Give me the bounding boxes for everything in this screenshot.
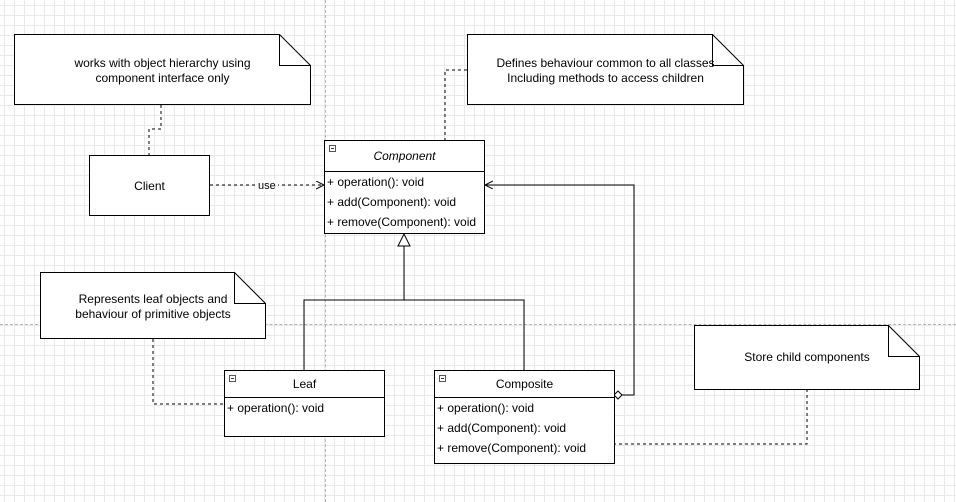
leaf-generalization <box>303 246 405 370</box>
collapse-toggle-icon[interactable] <box>229 375 236 382</box>
client-note: works with object hierarchy using compon… <box>14 34 311 105</box>
collapse-toggle-icon[interactable] <box>439 375 446 382</box>
composite-class-header: Composite <box>435 371 614 398</box>
client-box[interactable]: Client <box>89 155 210 216</box>
composite-class[interactable]: Composite + operation(): void + add(Comp… <box>434 370 615 464</box>
leaf-member: + operation(): void <box>227 401 325 415</box>
leaf-note-line-2: behaviour of primitive objects <box>75 307 231 321</box>
component-note-line-2: Including methods to access children <box>507 71 704 85</box>
component-member: + remove(Component): void <box>327 215 477 229</box>
page-break-vertical <box>325 0 326 502</box>
component-class-header: Component <box>325 141 484 172</box>
client-label: Client <box>134 178 165 193</box>
composite-class-name: Composite <box>495 377 554 391</box>
component-note: Defines behaviour common to all classes … <box>467 34 744 105</box>
leaf-note-line-1: Represents leaf objects and <box>78 292 228 306</box>
page-break-horizontal <box>0 324 956 325</box>
leaf-class-header: Leaf <box>225 371 384 398</box>
component-class-name: Component <box>373 149 436 163</box>
leaf-class[interactable]: Leaf + operation(): void <box>224 370 385 437</box>
leaf-class-name: Leaf <box>292 377 317 391</box>
client-note-line-1: works with object hierarchy using <box>74 56 251 70</box>
composite-note-anchor <box>614 389 808 445</box>
component-member: + operation(): void <box>327 175 425 189</box>
composite-generalization <box>404 299 525 370</box>
composite-member: + operation(): void <box>437 401 535 415</box>
client-note-anchor <box>148 105 162 155</box>
use-label: use <box>256 180 278 192</box>
aggregation-line <box>485 185 635 396</box>
component-note-anchor <box>444 69 467 140</box>
component-member: + add(Component): void <box>327 195 457 209</box>
leaf-note-anchor <box>152 339 223 405</box>
collapse-toggle-icon[interactable] <box>329 145 336 152</box>
composite-note: Store child components <box>694 325 920 390</box>
component-class[interactable]: Component + operation(): void + add(Comp… <box>324 140 485 234</box>
leaf-note: Represents leaf objects and behaviour of… <box>40 272 266 339</box>
generalization-triangle <box>397 232 411 247</box>
composite-member: + remove(Component): void <box>437 441 587 455</box>
component-note-line-1: Defines behaviour common to all classes <box>496 56 715 70</box>
client-note-line-2: component interface only <box>95 71 230 85</box>
composite-note-line-1: Store child components <box>744 350 870 364</box>
aggregation-diamond <box>613 390 623 400</box>
composite-member: + add(Component): void <box>437 421 567 435</box>
